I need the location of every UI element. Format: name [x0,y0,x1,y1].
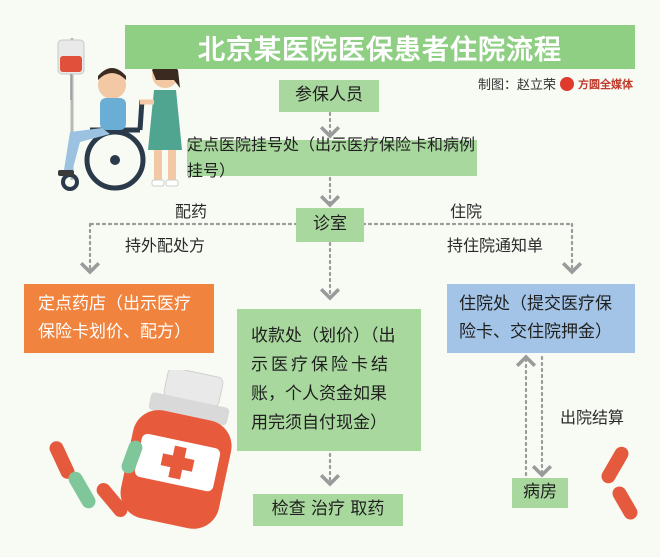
node-cashier-line3: 账，个人资金如果 [251,384,387,404]
page-title: 北京某医院医保患者住院流程 [198,34,562,66]
node-insured: 参保人员 [279,80,379,112]
label-hospitalize: 住院 [450,202,483,221]
node-admission: 住院处（提交医疗保 险卡、交住院押金） [447,284,635,353]
node-cashier-line4: 用完须自付现金） [251,412,387,433]
node-clinic: 诊室 [296,208,364,242]
node-admission-line2: 险卡、交住院押金） [459,321,612,342]
node-register: 定点医院挂号处（出示医疗保险卡和病例挂号） [187,135,477,180]
node-admission-line1: 住院处（提交医疗保 [459,294,612,315]
node-clinic-label: 诊室 [313,214,347,235]
publisher-logo-icon [560,76,575,91]
node-insured-label: 参保人员 [295,85,363,106]
node-cashier-line1: 收款处（划价）（出 [251,326,396,347]
node-pharmacy-line1: 定点药店（出示医疗 [38,294,191,315]
node-ward-label: 病房 [523,482,557,503]
wheelchair-illustration [57,38,182,191]
label-admission-notice: 持住院通知单 [447,236,544,255]
node-ward: 病房 [512,478,568,508]
node-cashier-line2: 示医疗保险卡结 [251,355,391,376]
node-pharmacy-line2: 保险卡划价、配方） [38,321,191,342]
credit-text: 制图：赵立荣 [478,78,557,93]
node-pharmacy: 定点药店（出示医疗 保险卡划价、配方） [24,284,214,353]
node-exam-label: 检查 治疗 取药 [271,499,385,520]
medicine-bottle-illustration [120,370,232,529]
label-outside-rx: 持外配处方 [125,236,206,255]
pills-right-illustration [601,446,638,520]
node-register-label: 定点医院挂号处（出示医疗保险卡和病例挂号） [187,135,476,180]
node-exam: 检查 治疗 取药 [253,494,403,526]
label-discharge: 出院结算 [560,408,625,427]
credit-line: 制图：赵立荣 方圆全媒体 [478,74,633,93]
publisher-logo-text: 方圆全媒体 [578,77,634,91]
label-prescribe: 配药 [175,202,208,221]
pills-left-illustration [49,440,143,517]
node-cashier: 收款处（划价）（出 示医疗保险卡结 账，个人资金如果 用完须自付现金） [237,309,421,451]
title-banner: 北京某医院医保患者住院流程 [125,25,635,69]
